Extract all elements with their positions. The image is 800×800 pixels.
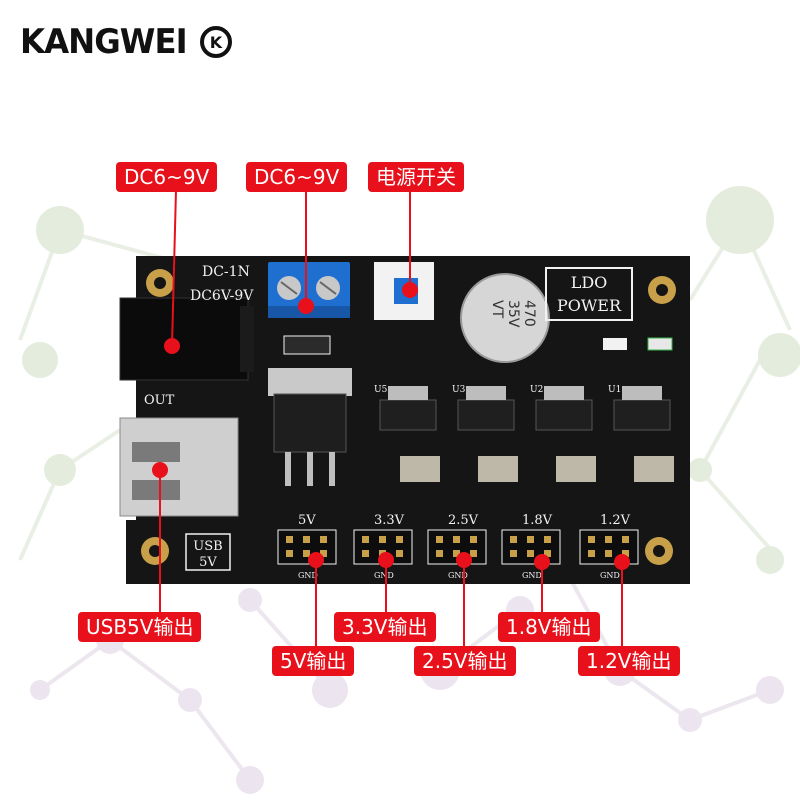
callout-dot [298, 298, 314, 314]
gnd-label: GND [298, 571, 318, 580]
diode-d2 [283, 335, 331, 355]
header-voltage-label: 1.2V [600, 513, 631, 528]
callout-dot [614, 554, 630, 570]
mounting-hole [648, 276, 676, 304]
out-label: OUT [144, 393, 175, 408]
ldo-regulator-u1 [613, 386, 671, 431]
header-voltage-label: 5V [298, 513, 316, 528]
leader-lines [159, 189, 623, 652]
ldo-regulator-u3 [457, 386, 515, 431]
dc-jack [119, 297, 249, 381]
svg-text:U3: U3 [452, 385, 466, 395]
header-voltage-label: 1.8V [522, 513, 553, 528]
svg-text:U2: U2 [530, 385, 543, 395]
usb-label: USB [193, 539, 222, 554]
svg-text:U1: U1 [608, 385, 621, 395]
callout-dot [164, 338, 180, 354]
regulator-heatsink [268, 368, 352, 396]
callout-dot [402, 282, 418, 298]
pin-header-1v8V: 1.8V GND [501, 513, 561, 580]
callout-5v-out: 5V输出 [272, 646, 355, 676]
dc-in-label: DC-1N [202, 264, 250, 280]
pin-header-1v2V: 1.2V GND [579, 513, 639, 580]
usb-port [119, 417, 239, 517]
callout-2v5-out: 2.5V输出 [414, 646, 516, 676]
mounting-hole [141, 537, 169, 565]
usb-5v-label: 5V [199, 555, 217, 570]
brand-emblem-icon: K [200, 26, 233, 58]
led-d1 [647, 337, 673, 351]
callout-dot [534, 554, 550, 570]
ldo-regulator-u5 [379, 386, 437, 431]
callout-1v8-out: 1.8V输出 [498, 612, 600, 642]
gnd-label: GND [522, 571, 542, 580]
callout-dot [308, 552, 324, 568]
svg-text:VT: VT [489, 300, 505, 319]
dc-in-range-label: DC6V-9V [190, 288, 254, 304]
callout-dc-jack: DC6~9V [116, 162, 218, 192]
dc-screw-terminal [268, 262, 350, 318]
header-voltage-label: 3.3V [374, 513, 405, 528]
brand-name: KANGWEI [20, 22, 188, 62]
callout-dot [152, 462, 168, 478]
resistor-r1 [603, 338, 627, 350]
gnd-label: GND [374, 571, 394, 580]
electrolytic-capacitor [460, 273, 550, 363]
svg-text:U5: U5 [374, 385, 388, 395]
callout-power-switch: 电源开关 [368, 162, 464, 192]
header-voltage-label: 2.5V [448, 513, 479, 528]
callout-1v2-out: 1.2V输出 [578, 646, 680, 676]
regulator-u4 [273, 393, 347, 453]
pin-header-5V: 5V GND [277, 513, 337, 580]
board-title-power: POWER [557, 296, 622, 315]
callout-3v3-out: 3.3V输出 [334, 612, 436, 642]
svg-text:35V: 35V [505, 300, 521, 328]
brand-logo: KANGWEI K [20, 22, 233, 62]
callout-dot [378, 552, 394, 568]
gnd-label: GND [600, 571, 620, 580]
callout-dot [456, 552, 472, 568]
ldo-regulator-u2 [535, 386, 593, 431]
svg-text:K: K [210, 33, 223, 52]
callout-usb-out: USB5V输出 [78, 612, 202, 642]
gnd-label: GND [448, 571, 468, 580]
svg-text:470: 470 [521, 300, 537, 327]
mounting-hole [146, 269, 174, 297]
mounting-hole [645, 537, 673, 565]
callout-dc-terminal: DC6~9V [246, 162, 348, 192]
board-title-ldo: LDO [571, 273, 608, 292]
